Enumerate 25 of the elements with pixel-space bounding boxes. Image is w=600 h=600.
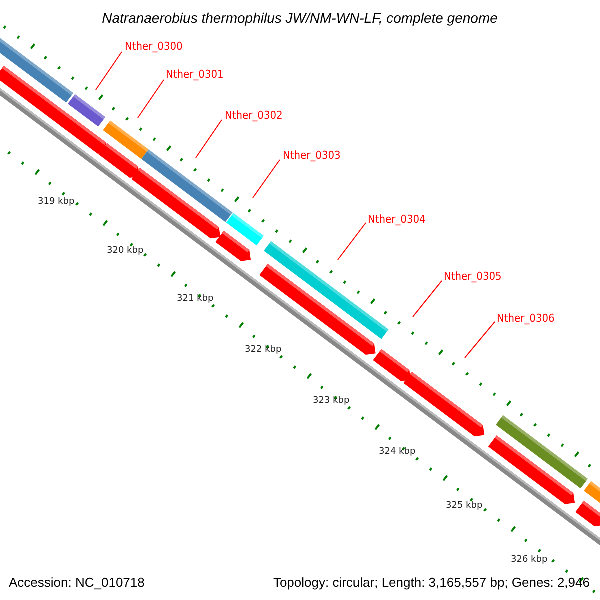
scale-label: 323 kbp	[313, 396, 350, 406]
leader-line	[252, 160, 280, 198]
scale-label: 321 kbp	[177, 294, 214, 304]
leader-line	[96, 52, 122, 90]
gene-label: Nther_0306	[497, 312, 555, 325]
gene-label: Nther_0304	[368, 213, 426, 226]
scale-label: 322 kbp	[245, 345, 282, 355]
leader-line	[464, 322, 496, 358]
scale-label: 324 kbp	[379, 447, 416, 457]
leader-line	[412, 280, 442, 318]
accession-text: Accession: NC_010718	[9, 575, 145, 590]
genome-info-text: Topology: circular; Length: 3,165,557 bp; Genes: 2,946	[273, 575, 590, 590]
leader-line	[138, 80, 164, 118]
scale-label: 320 kbp	[107, 246, 144, 256]
gene-label: Nther_0305	[444, 270, 502, 283]
gene-label: Nther_0303	[283, 149, 341, 162]
gene-label: Nther_0302	[225, 109, 283, 122]
leader-line	[338, 222, 366, 260]
scale-label: 325 kbp	[446, 501, 483, 511]
title: Natranaerobius thermophilus JW/NM-WN-LF, complete genome	[101, 10, 499, 26]
gene-label: Nther_0300	[125, 40, 183, 53]
scale-label: 326 kbp	[511, 555, 548, 565]
leader-line	[196, 120, 222, 158]
scale-label: 319 kbp	[38, 197, 75, 207]
gene-label: Nther_0301	[166, 68, 224, 81]
